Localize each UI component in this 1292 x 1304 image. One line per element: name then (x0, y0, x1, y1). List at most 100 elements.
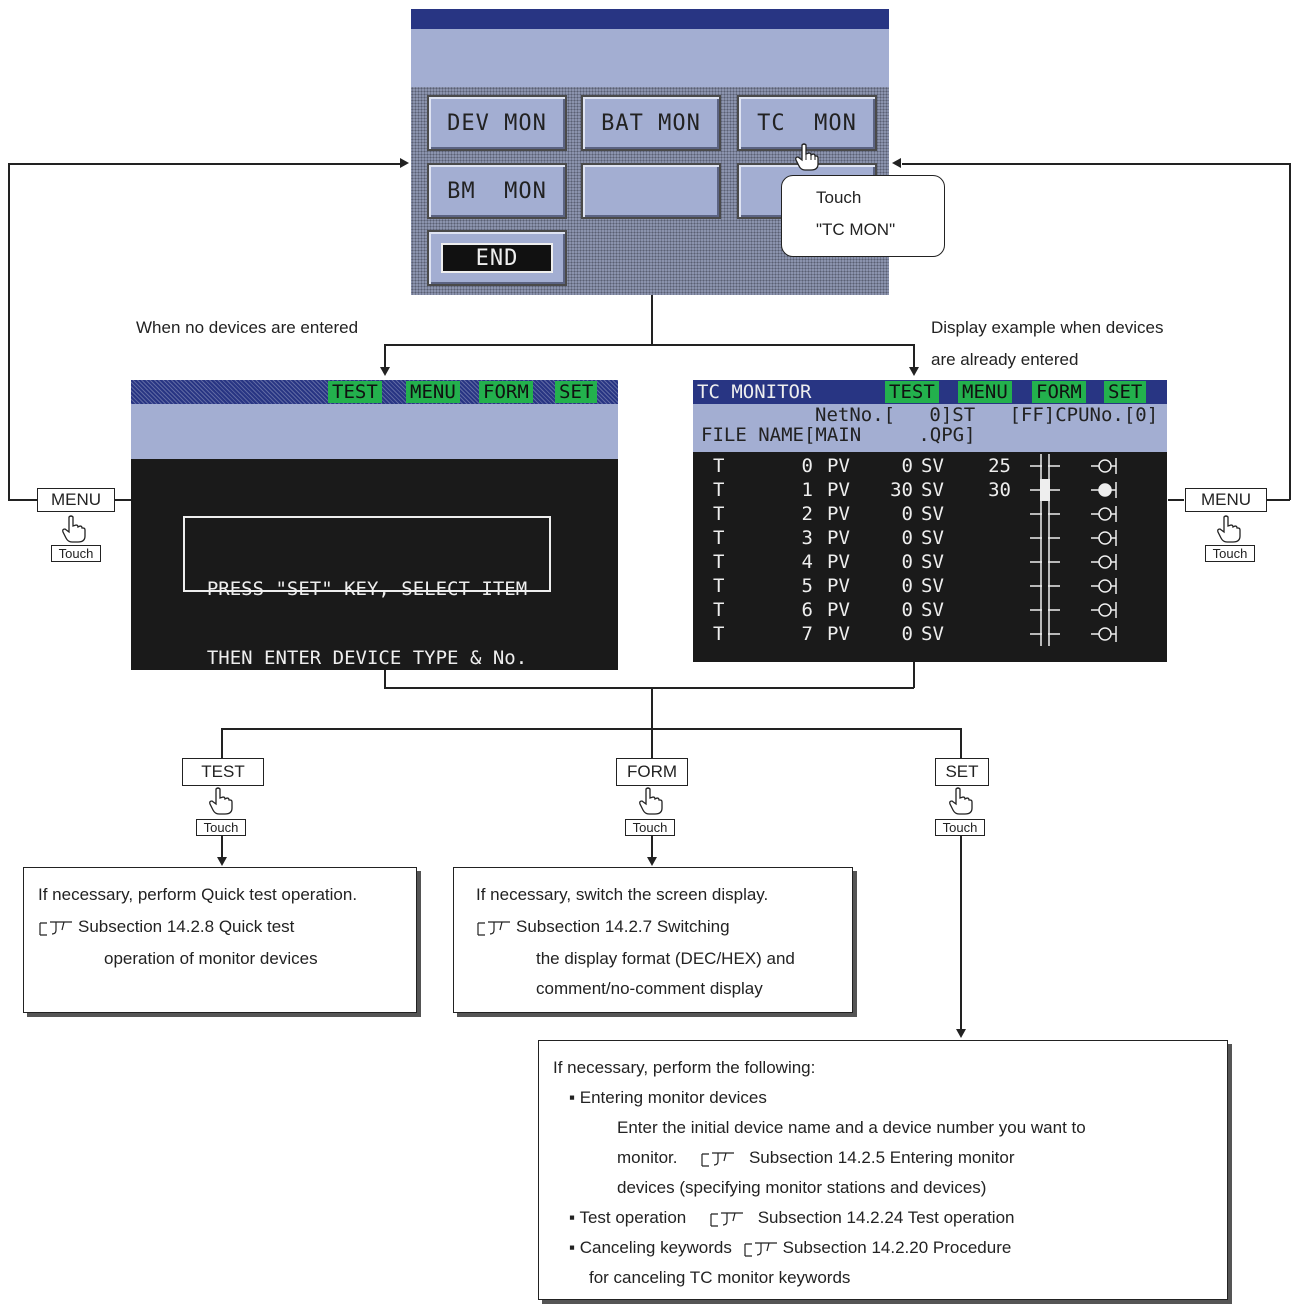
test-key[interactable]: TEST (182, 758, 264, 786)
coil-off-icon (1091, 554, 1117, 570)
bat-mon-button[interactable]: BAT MON (581, 95, 721, 151)
reference-icon (710, 1211, 743, 1227)
set-note-bullet2: ▪ Test operation Subsection 14.2.24 Test… (569, 1208, 1015, 1227)
pv-value: 0 (901, 503, 913, 525)
tab-test[interactable]: TEST (328, 381, 382, 403)
connector (384, 670, 386, 688)
menu-key-right[interactable]: MENU (1185, 488, 1267, 512)
sv-label: SV (921, 527, 944, 549)
blank-button-1[interactable] (581, 163, 721, 219)
contact-off-icon (1030, 502, 1060, 526)
set-note-bullet2-text: Test operation (579, 1208, 687, 1227)
device-type: T (713, 575, 725, 597)
touch-label: Touch (196, 819, 246, 836)
device-number: 0 (801, 455, 813, 477)
end-button[interactable]: END (427, 230, 567, 286)
coil-on-icon (1091, 482, 1117, 498)
form-note-ref: Subsection 14.2.7 Switching (476, 912, 730, 941)
test-note-line1: If necessary, perform Quick test operati… (38, 885, 358, 904)
connector (221, 728, 961, 730)
form-key[interactable]: FORM (616, 758, 688, 786)
tab-menu[interactable]: MENU (406, 381, 460, 403)
tc-mon-button[interactable]: TC MON (737, 95, 877, 151)
pv-label: PV (827, 623, 850, 645)
pointing-hand-icon (62, 515, 86, 543)
connector (902, 163, 1290, 165)
pv-label: PV (827, 599, 850, 621)
set-note-b1-ref-text[interactable]: Subsection 14.2.5 Entering monitor (748, 1148, 1015, 1167)
pointing-hand-icon (949, 787, 973, 815)
connector (221, 728, 223, 758)
set-note-b3-ref-text[interactable]: Subsection 14.2.20 Procedure (782, 1238, 1012, 1257)
pv-value: 0 (901, 575, 913, 597)
connector (1289, 163, 1291, 500)
coil-off-icon (1091, 626, 1117, 642)
arrow-head (400, 158, 409, 168)
tab-set[interactable]: SET (555, 381, 598, 403)
connector (221, 835, 223, 857)
arrow-head (380, 367, 390, 376)
contact-on-icon (1030, 478, 1060, 502)
menu-key-left[interactable]: MENU (37, 488, 115, 512)
tab-menu[interactable]: MENU (958, 381, 1012, 403)
filename-line: FILE NAME[MAIN .QPG] (701, 424, 976, 446)
tc-monitor-screen: TC MONITOR TEST MENU FORM SET NetNo.[ 0]… (693, 380, 1167, 662)
tab-test[interactable]: TEST (885, 381, 939, 403)
connector (651, 295, 653, 345)
sv-label: SV (921, 575, 944, 597)
tab-set[interactable]: SET (1104, 381, 1147, 403)
device-type: T (713, 623, 725, 645)
arrow-head (909, 367, 919, 376)
set-note-b1-l2a: monitor. (617, 1148, 678, 1167)
tc-screen-title: TC MONITOR (697, 381, 812, 403)
pv-label: PV (827, 575, 850, 597)
device-number: 1 (801, 479, 813, 501)
connector (113, 499, 133, 501)
contact-off-icon (1030, 454, 1060, 478)
device-number: 2 (801, 503, 813, 525)
pv-label: PV (827, 551, 850, 573)
test-note-ref-text[interactable]: Subsection 14.2.8 Quick test (78, 917, 295, 936)
connector (8, 163, 400, 165)
form-note-ref-text[interactable]: Subsection 14.2.7 Switching (516, 917, 730, 936)
coil-off-icon (1091, 506, 1117, 522)
arrow-head (647, 857, 657, 866)
sv-label: SV (921, 455, 944, 477)
set-key[interactable]: SET (935, 758, 989, 786)
test-note-ref: Subsection 14.2.8 Quick test (38, 912, 294, 941)
connector (913, 344, 915, 369)
end-label: END (441, 243, 553, 273)
sv-value: 30 (988, 479, 1011, 501)
reference-icon (477, 920, 510, 936)
connector (384, 687, 914, 689)
pv-value: 0 (901, 527, 913, 549)
set-note-bullet3-text: Canceling keywords (579, 1238, 732, 1257)
tab-form[interactable]: FORM (1032, 381, 1086, 403)
bm-mon-button[interactable]: BM MON (427, 163, 567, 219)
pv-value: 0 (901, 551, 913, 573)
dev-mon-button[interactable]: DEV MON (427, 95, 567, 151)
set-note-b2-ref-text[interactable]: Subsection 14.2.24 Test operation (757, 1208, 1015, 1227)
set-note: If necessary, perform the following: ▪ E… (538, 1040, 1228, 1300)
touch-label: Touch (935, 819, 985, 836)
arrow-head (892, 158, 901, 168)
tab-form[interactable]: FORM (479, 381, 533, 403)
form-note-line1: If necessary, switch the screen display. (476, 885, 769, 904)
contact-off-icon (1030, 526, 1060, 550)
connector (1168, 499, 1184, 501)
connector (651, 728, 653, 758)
connector (384, 344, 914, 346)
instruction-message-box: PRESS "SET" KEY, SELECT ITEM THEN ENTER … (183, 516, 551, 669)
connector (913, 662, 915, 688)
pointing-hand-icon (639, 787, 663, 815)
device-number: 3 (801, 527, 813, 549)
form-note-line4: comment/no-comment display (536, 979, 763, 998)
